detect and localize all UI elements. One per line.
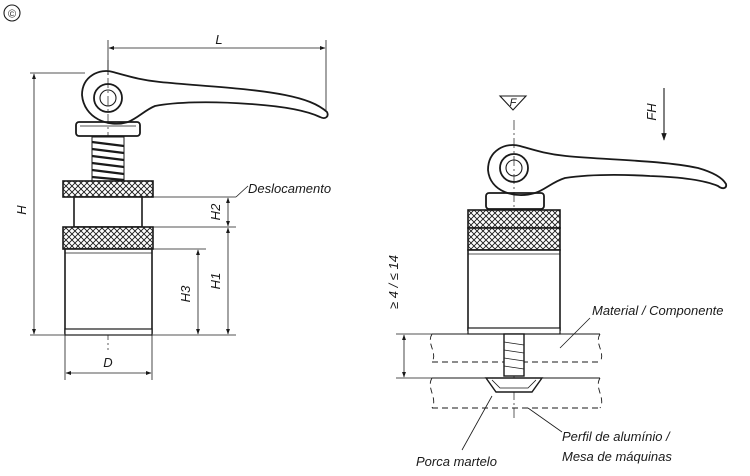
profile-callout: Perfil de alumínio / Mesa de máquinas (527, 407, 672, 464)
profile-label-line2: Mesa de máquinas (562, 449, 672, 464)
svg-text:L: L (215, 32, 222, 47)
nut-label: Porca martelo (416, 454, 497, 469)
svg-text:©: © (8, 9, 16, 21)
left-view: L H H2 H1 H3 (14, 32, 331, 380)
material-label: Material / Componente (592, 303, 724, 318)
profile-label-line1: Perfil de alumínio / (562, 429, 671, 444)
dimension-L: L (107, 32, 327, 112)
pivot-pin-right (499, 153, 529, 183)
force-FH-arrow: FH (644, 88, 667, 141)
dimension-stroke: ≥ 4 / ≤ 14 (386, 255, 468, 379)
cam-lever-right (487, 144, 728, 196)
bottom-knurled-ring-right (467, 227, 561, 251)
svg-text:D: D (103, 355, 112, 370)
force-F-arrow: F (498, 95, 528, 111)
screw (503, 333, 525, 377)
dimension-H: H (14, 72, 85, 336)
svg-text:F: F (510, 97, 518, 109)
neck (73, 196, 143, 228)
nut-callout: Porca martelo (416, 395, 497, 469)
displacement-label: Deslocamento (248, 181, 331, 196)
svg-text:H2: H2 (208, 203, 223, 220)
hammer-nut (484, 377, 544, 393)
cam-lever (81, 70, 329, 125)
dimension-H2: H2 (142, 196, 236, 228)
svg-text:H: H (14, 205, 29, 215)
svg-text:H1: H1 (208, 273, 223, 290)
copyright-mark: © (3, 4, 21, 22)
right-view: F FH (386, 88, 728, 469)
svg-text:FH: FH (644, 103, 659, 121)
cam-base (75, 121, 141, 137)
displacement-callout: Deslocamento (235, 181, 331, 198)
svg-text:H3: H3 (178, 285, 193, 302)
dimension-H3: H3 (153, 248, 206, 335)
spring (91, 136, 125, 182)
top-knurled-ring-right (467, 209, 561, 229)
main-body (64, 248, 153, 334)
top-knurled-ring (62, 180, 154, 198)
pivot-pin (93, 83, 123, 113)
dimension-D: D (64, 335, 153, 380)
body-base (64, 328, 153, 336)
bottom-knurled-ring (62, 226, 154, 250)
svg-text:≥ 4 / ≤ 14: ≥ 4 / ≤ 14 (386, 255, 401, 309)
material-callout: Material / Componente (559, 303, 724, 349)
dimension-H1: H1 (152, 227, 236, 336)
cam-base-right (485, 192, 545, 210)
main-body-right (467, 249, 561, 331)
